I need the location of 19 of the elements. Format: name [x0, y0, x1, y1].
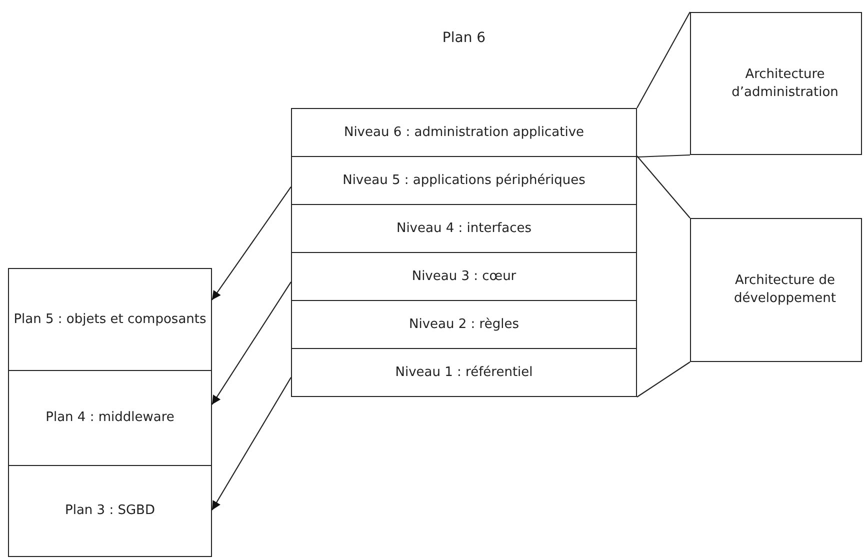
arrow — [212, 377, 292, 510]
projection-line — [636, 12, 690, 108]
projection-line — [636, 154, 690, 158]
level-box: Niveau 3 : cœur — [291, 252, 637, 301]
level-box: Architecture de développement — [690, 218, 862, 362]
level-box: Plan 5 : objets et composants — [8, 268, 212, 371]
group-title: Plan 6 — [442, 30, 486, 46]
level-box: Plan 4 : middleware — [8, 370, 212, 466]
level-box: Niveau 1 : référentiel — [291, 348, 637, 397]
level-box: Niveau 5 : applications périphériques — [291, 156, 637, 205]
arrow — [212, 282, 292, 405]
level-box: Plan 3 : SGBD — [8, 465, 212, 557]
level-box: Niveau 6 : administration applicative — [291, 108, 637, 157]
level-box: Niveau 2 : règles — [291, 300, 637, 349]
level-box: Architecture d’administration — [690, 12, 862, 155]
projection-line — [636, 362, 690, 398]
level-box: Niveau 4 : interfaces — [291, 204, 637, 253]
arrow — [212, 186, 292, 300]
projection-line — [636, 156, 690, 218]
